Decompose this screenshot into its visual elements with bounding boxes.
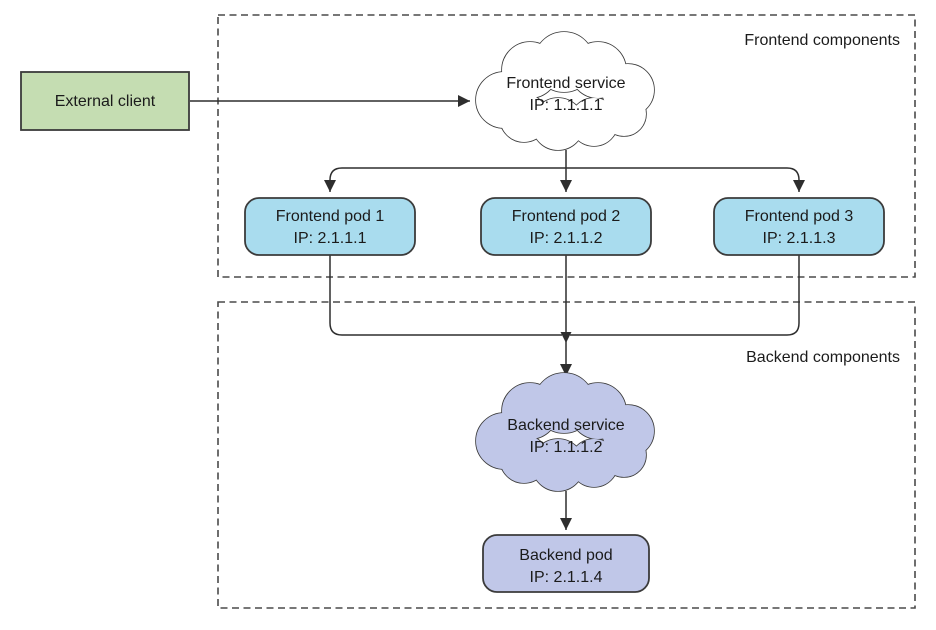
frontend-pod-2-box — [480, 197, 652, 256]
external-client-node: External client — [20, 71, 190, 131]
arrow-service-to-pod1 — [324, 167, 566, 192]
frontend-pod-3-name: Frontend pod 3 — [745, 208, 854, 225]
frontend-pod-2-ip: IP: 2.1.1.2 — [530, 230, 603, 247]
frontend-service-name: Frontend service — [506, 75, 625, 92]
backend-pod-node: Backend pod IP: 2.1.1.4 — [482, 534, 650, 593]
line-pod1-to-merge — [329, 255, 562, 336]
frontend-pod-1-ip: IP: 2.1.1.1 — [294, 230, 367, 247]
arrow-service-to-pod3 — [566, 167, 805, 192]
frontend-pod-2-node: Frontend pod 2 IP: 2.1.1.2 — [480, 197, 652, 256]
backend-group-label: Backend components — [746, 349, 900, 366]
backend-service-ip: IP: 1.1.1.2 — [530, 439, 603, 456]
frontend-pod-1-node: Frontend pod 1 IP: 2.1.1.1 — [244, 197, 416, 256]
backend-pod-box — [482, 534, 650, 593]
external-client-box — [20, 71, 190, 131]
backend-service-name: Backend service — [507, 417, 624, 434]
backend-service-node: Backend service IP: 1.1.1.2 — [475, 372, 655, 492]
frontend-service-node: Frontend service IP: 1.1.1.1 — [475, 31, 655, 151]
frontend-pod-1-box — [244, 197, 416, 256]
frontend-group-label: Frontend components — [744, 32, 900, 49]
frontend-service-ip: IP: 1.1.1.1 — [530, 97, 603, 114]
frontend-components-group-border — [217, 14, 916, 278]
connectors — [190, 95, 805, 530]
frontend-pod-3-box — [713, 197, 885, 256]
merge-arrowhead-icon — [560, 332, 572, 343]
frontend-pod-2-name: Frontend pod 2 — [512, 208, 621, 225]
backend-pod-ip: IP: 2.1.1.4 — [530, 569, 603, 586]
frontend-pod-3-node: Frontend pod 3 IP: 2.1.1.3 — [713, 197, 885, 256]
frontend-pod-3-ip: IP: 2.1.1.3 — [763, 230, 836, 247]
frontend-pod-1-name: Frontend pod 1 — [276, 208, 385, 225]
backend-pod-name: Backend pod — [519, 547, 612, 564]
line-pod3-to-merge — [570, 255, 800, 336]
external-client-label: External client — [55, 93, 156, 110]
